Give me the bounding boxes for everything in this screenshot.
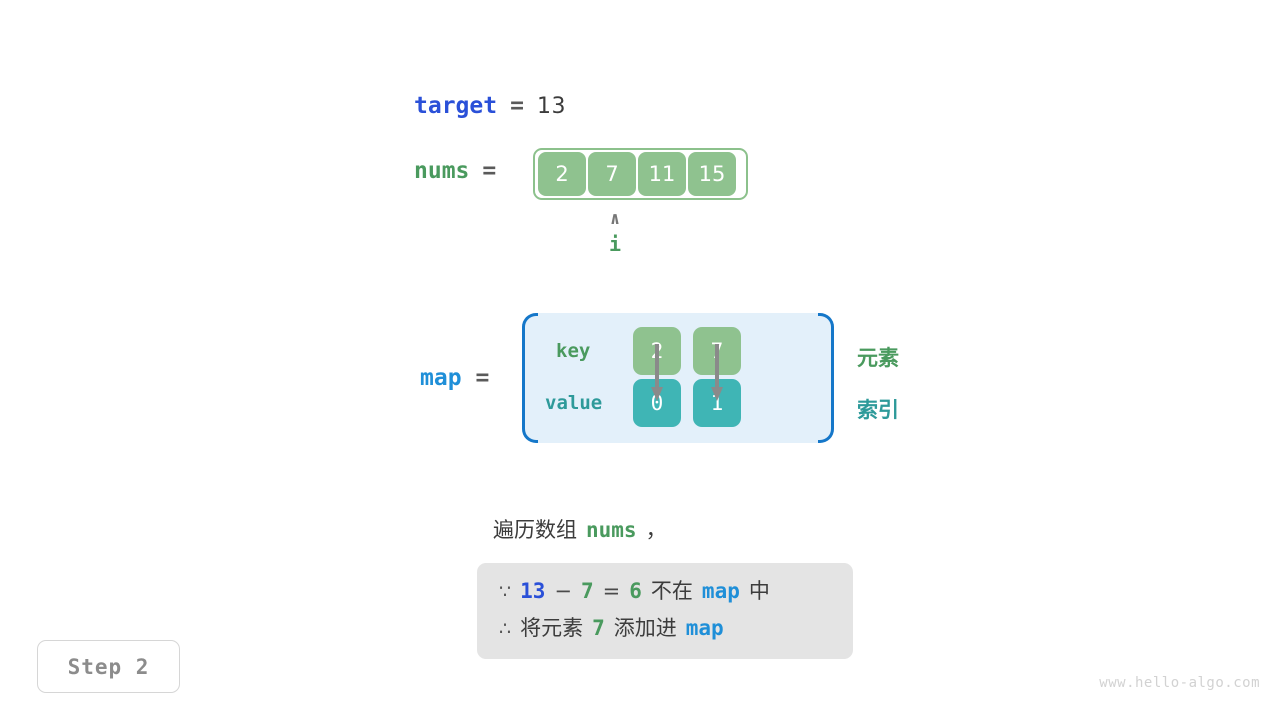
- note-current-value: 7: [581, 579, 594, 603]
- minus-operator: −: [554, 579, 572, 603]
- note-text-within: 中: [748, 579, 770, 603]
- therefore-symbol: ∴: [499, 617, 512, 640]
- map-equals-sign: =: [475, 365, 490, 391]
- map-assignment: map =: [420, 365, 489, 391]
- note-text-not-in: 不在: [650, 579, 693, 603]
- step-badge: Step 2: [37, 640, 180, 693]
- equals-operator: =: [602, 579, 621, 603]
- index-pointer-label: i: [608, 232, 622, 256]
- caption-prefix: 遍历数组: [493, 518, 577, 542]
- map-left-bracket: [522, 313, 538, 443]
- caption-suffix: ，: [645, 518, 667, 542]
- note-complement-value: 6: [629, 579, 642, 603]
- target-assignment: target = 13: [414, 93, 566, 119]
- caption-text: 遍历数组 nums ，: [493, 514, 667, 544]
- watermark: www.hello-algo.com: [1099, 675, 1260, 691]
- array-cell: 11: [638, 152, 686, 196]
- array-cell: 15: [688, 152, 736, 196]
- map-variable-name: map: [420, 365, 462, 391]
- index-pointer-caret-icon: ∧: [609, 209, 621, 229]
- note-target-value: 13: [520, 579, 546, 603]
- note-code-map: map: [701, 579, 740, 603]
- nums-equals-sign: =: [482, 158, 497, 184]
- key-to-value-arrow-icon: [651, 344, 663, 401]
- explanation-line-1: ∵ 13 − 7 = 6 不在 map 中: [499, 573, 831, 610]
- map-key-row-label: key: [556, 340, 591, 362]
- note-added-value: 7: [592, 615, 605, 640]
- caption-code-nums: nums: [586, 518, 637, 542]
- explanation-line-2: ∴ 将元素 7 添加进 map: [499, 610, 831, 647]
- because-symbol: ∵: [499, 581, 512, 603]
- target-variable-name: target: [414, 93, 498, 119]
- map-right-bracket: [818, 313, 834, 443]
- note-code-map: map: [685, 615, 724, 640]
- legend-index-label: 索引: [857, 398, 899, 422]
- note-text-add-into: 添加进: [613, 615, 677, 640]
- array-cell: 7: [588, 152, 636, 196]
- map-value-row-label: value: [545, 392, 603, 414]
- explanation-box: ∵ 13 − 7 = 6 不在 map 中 ∴ 将元素 7 添加进 map: [477, 563, 853, 659]
- key-to-value-arrow-icon: [711, 344, 723, 401]
- target-value: 13: [536, 94, 566, 119]
- nums-assignment: nums =: [414, 158, 496, 184]
- target-equals-sign: =: [510, 93, 524, 119]
- nums-array: 2 7 11 15: [533, 148, 748, 200]
- legend-element-label: 元素: [857, 346, 899, 370]
- nums-variable-name: nums: [414, 158, 470, 184]
- note-text-add-element: 将元素: [520, 615, 584, 640]
- array-cell: 2: [538, 152, 586, 196]
